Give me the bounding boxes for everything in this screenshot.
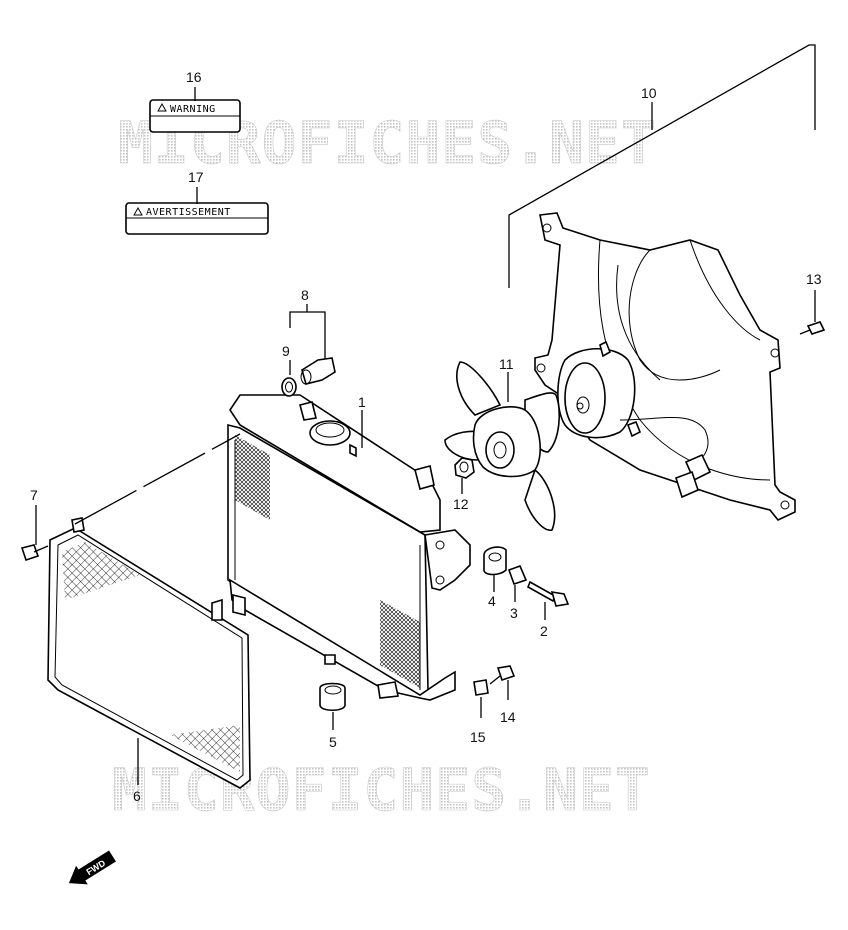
fan-blade-part bbox=[444, 361, 561, 531]
warning-label-part: WARNING bbox=[149, 99, 241, 133]
bolt-14-part bbox=[489, 665, 516, 685]
callout-9: 9 bbox=[282, 343, 290, 359]
radiator-part bbox=[227, 394, 471, 701]
callout-15: 15 bbox=[470, 729, 486, 745]
callout-3: 3 bbox=[510, 605, 518, 621]
watermark-bottom: MICROFICHES.NET bbox=[112, 756, 651, 824]
callout-17: 17 bbox=[188, 169, 204, 185]
callout-12: 12 bbox=[453, 496, 469, 512]
callout-8: 8 bbox=[301, 287, 309, 303]
temp-switch-part bbox=[300, 357, 336, 385]
callout-10: 10 bbox=[641, 85, 657, 101]
callout-2: 2 bbox=[540, 623, 548, 639]
o-ring-9-part bbox=[281, 377, 297, 397]
screw-7-part bbox=[20, 544, 49, 562]
avertissement-label-text: AVERTISSEMENT bbox=[146, 207, 231, 218]
grommet-5-part bbox=[319, 682, 346, 712]
callout-1: 1 bbox=[358, 394, 366, 410]
warning-label-text: WARNING bbox=[170, 104, 216, 115]
callout-4: 4 bbox=[488, 593, 496, 609]
screw-13-part bbox=[799, 321, 826, 335]
collar-3-part bbox=[507, 564, 528, 586]
grommet-4-part bbox=[483, 546, 507, 576]
callout-7: 7 bbox=[30, 487, 38, 503]
callout-11: 11 bbox=[499, 356, 514, 372]
fan-shroud-part bbox=[534, 212, 796, 521]
callout-13: 13 bbox=[806, 271, 822, 287]
nut-15-part bbox=[473, 679, 489, 696]
callout-5: 5 bbox=[329, 734, 337, 750]
callout-6: 6 bbox=[133, 788, 141, 804]
callout-14: 14 bbox=[500, 709, 516, 725]
avertissement-label-part: AVERTISSEMENT bbox=[125, 202, 269, 235]
callout-16: 16 bbox=[186, 69, 202, 85]
bolt-2-part bbox=[526, 580, 570, 607]
nut-12-part bbox=[454, 457, 475, 479]
radiator-screen-part bbox=[47, 517, 251, 789]
fan-motor-part bbox=[557, 340, 712, 499]
fwd-arrow-icon: FWD bbox=[68, 850, 116, 885]
